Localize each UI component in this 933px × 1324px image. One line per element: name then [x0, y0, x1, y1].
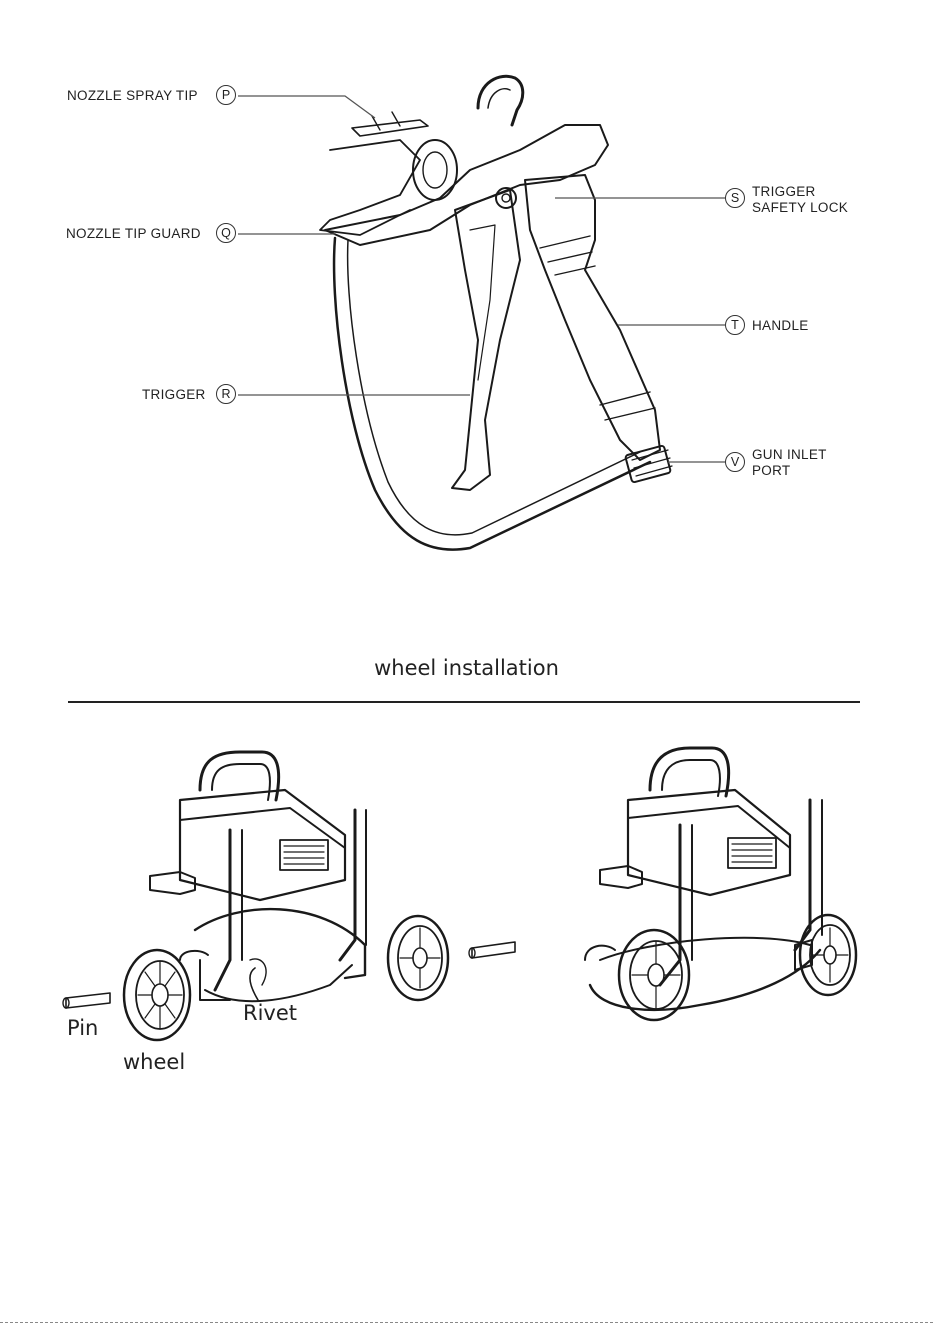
- trigger-label: TRIGGER: [142, 387, 206, 402]
- gun-inlet-port-line1: GUN INLET: [752, 447, 827, 463]
- handle-label: HANDLE: [752, 318, 809, 333]
- callout-letter-s: S: [725, 188, 745, 208]
- trigger-safety-lock-label: TRIGGER SAFETY LOCK: [752, 184, 848, 216]
- section-title: wheel installation: [0, 656, 933, 680]
- trigger-safety-lock-line2: SAFETY LOCK: [752, 200, 848, 216]
- callout-letter-r: R: [216, 384, 236, 404]
- wheel-label: wheel: [123, 1050, 185, 1074]
- callout-letter-p: P: [216, 85, 236, 105]
- nozzle-spray-tip-label: NOZZLE SPRAY TIP: [67, 88, 198, 103]
- gun-inlet-port-line2: PORT: [752, 463, 827, 479]
- trigger-safety-lock-line1: TRIGGER: [752, 184, 848, 200]
- rivet-label: Rivet: [243, 1001, 297, 1025]
- nozzle-tip-guard-label: NOZZLE TIP GUARD: [66, 226, 201, 241]
- callout-letter-q: Q: [216, 223, 236, 243]
- callout-letter-t: T: [725, 315, 745, 335]
- callout-letter-v: V: [725, 452, 745, 472]
- pin-label: Pin: [67, 1016, 98, 1040]
- gun-inlet-port-label: GUN INLET PORT: [752, 447, 827, 479]
- section-divider: [68, 701, 860, 703]
